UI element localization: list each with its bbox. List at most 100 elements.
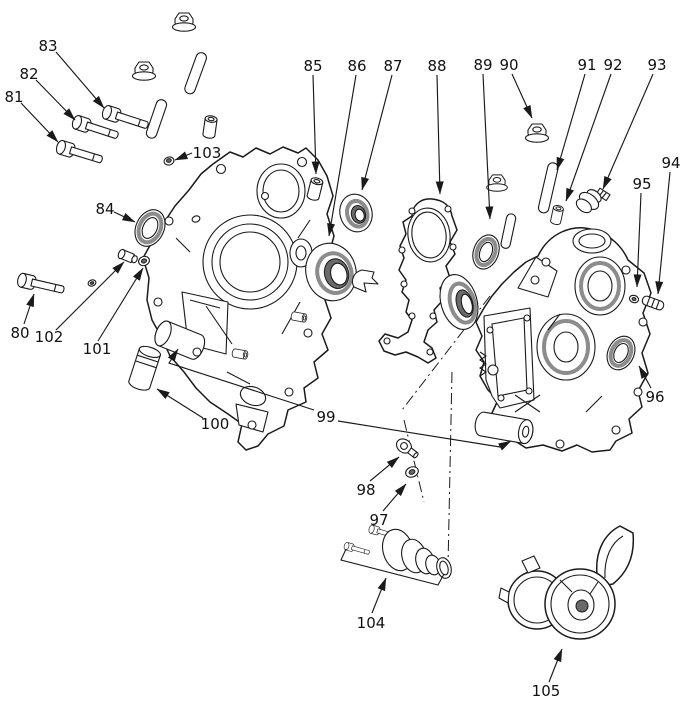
flange-nut-90 [524,123,550,143]
group-bracket [340,548,445,586]
bolt-98 [395,438,419,459]
leader-85 [311,74,320,175]
leader-80 [23,293,35,325]
leader-87 [361,74,393,191]
bushing-100 [128,345,161,391]
callout-86: 86 [347,57,366,75]
callout-104: 104 [357,614,386,632]
callout-100: 100 [201,415,230,433]
leader-99-left [167,348,315,411]
callout-82: 82 [19,65,38,83]
gear-teeth [479,351,487,377]
oil-seal-89 [472,234,500,270]
leader-97 [382,483,407,512]
crankcase-right-half [474,227,652,453]
leader-84 [113,211,136,223]
leader-99-right [337,420,512,451]
pump-ring [436,557,452,579]
pump-bolt [342,541,371,557]
flange-nut [486,174,508,192]
callout-80: 80 [10,324,29,342]
callout-92: 92 [603,56,622,74]
leader-90 [511,73,533,119]
bearing-86 [305,242,357,302]
flange-nut [171,12,197,32]
stud-91 [537,162,559,214]
leader-98 [369,456,400,482]
arm [596,525,635,587]
center-gasket [378,198,458,364]
fitting-102 [117,248,138,264]
bolt-83 [100,103,151,133]
axis-line [447,371,453,567]
leader-89 [482,73,494,220]
callout-101: 101 [83,340,112,358]
leader-lines [20,51,671,683]
leader-93 [602,73,654,190]
leader-102 [55,261,125,331]
oil-seal-96 [606,335,636,371]
bolt-81 [54,138,105,168]
callout-99: 99 [316,408,335,426]
bearing-87 [339,193,373,233]
nut-101 [138,255,150,267]
leader-81 [20,102,59,143]
callout-90: 90 [499,56,518,74]
leader-86 [327,74,357,237]
bracket-assembly-105 [498,525,635,640]
crankcase-left-half [142,146,335,451]
leader-83 [55,51,105,109]
washer-97 [405,466,419,478]
pump-assembly-104 [340,524,452,586]
retainer-clip [351,269,379,293]
leader-96 [638,365,652,389]
callout-91: 91 [577,56,596,74]
o-ring-small [87,279,97,287]
leader-92 [565,73,612,202]
callout-98: 98 [356,481,375,499]
stud [184,52,208,95]
leader-91 [556,73,586,171]
callout-81: 81 [4,88,23,106]
callout-88: 88 [427,57,446,75]
callout-83: 83 [38,37,57,55]
lower-boss [154,320,206,360]
leader-88 [435,74,444,195]
callout-84: 84 [95,200,114,218]
dowel-sleeve [201,114,219,140]
callout-102: 102 [35,328,64,346]
callout-95: 95 [632,175,651,193]
leader-104 [371,577,387,614]
leader-105 [548,648,563,683]
bolt-80 [15,271,66,298]
callout-94: 94 [661,154,680,172]
bearing-front-right [439,274,479,330]
cap-103 [163,156,175,166]
axis-line [403,419,425,503]
callout-103: 103 [193,144,222,162]
oil-seal-84 [134,209,166,247]
bottom-boss [474,411,534,445]
callout-97: 97 [369,511,388,529]
callout-87: 87 [383,57,402,75]
leader-82 [35,79,76,121]
flange-nut [131,61,157,81]
pin-94 [641,295,665,311]
leader-95 [633,192,642,288]
stud [500,213,517,249]
leader-100 [156,388,204,419]
callout-labels: 83 82 81 103 84 80 102 101 100 85 86 87 … [4,37,680,700]
callout-85: 85 [303,57,322,75]
leader-94 [655,171,671,295]
fitting-93 [575,187,611,214]
callout-96: 96 [645,388,664,406]
o-ring-95 [628,294,640,304]
stud [145,99,168,139]
leader-101 [97,267,144,342]
leader-103 [174,151,193,161]
small-parts [15,12,665,478]
callout-89: 89 [473,56,492,74]
callout-93: 93 [647,56,666,74]
